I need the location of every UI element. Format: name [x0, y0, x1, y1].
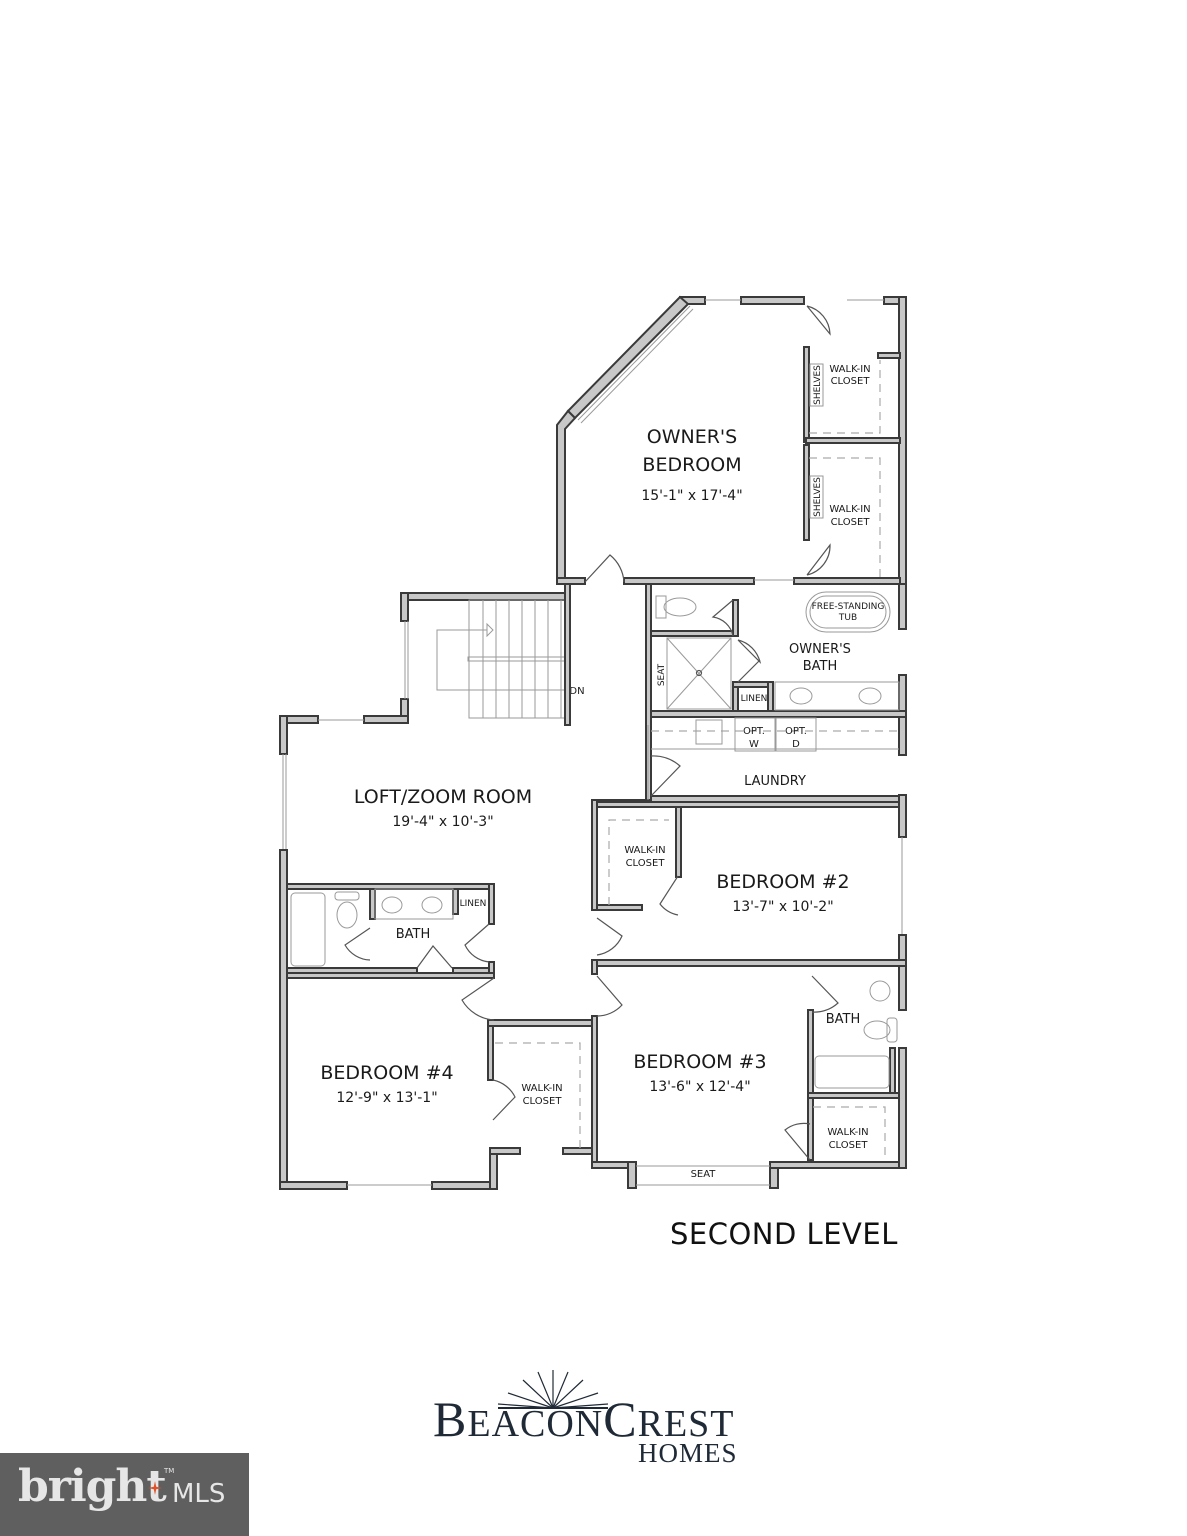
owners-walk-in-closet-1: WALK-IN CLOSET SHELVES: [813, 364, 871, 405]
tub-label-2: TUB: [838, 613, 857, 623]
svg-text:CLOSET: CLOSET: [831, 517, 871, 528]
bedroom-3-bath-label: BATH: [826, 1012, 861, 1027]
svg-text:13'-7" x 10'-2": 13'-7" x 10'-2": [732, 899, 833, 915]
svg-text:WALK-IN: WALK-IN: [521, 1083, 562, 1094]
logo-subtitle: HOMES: [638, 1438, 738, 1468]
loft-zoom-room: LOFT/ZOOM ROOM 19'-4" x 10'-3": [354, 786, 532, 830]
svg-text:W: W: [749, 739, 759, 750]
owners-bedroom-name-1: OWNER'S: [647, 426, 737, 448]
svg-text:WALK-IN: WALK-IN: [829, 504, 870, 515]
owners-bath: OWNER'S BATH FREE-STANDING TUB SEAT LINE…: [657, 602, 884, 704]
svg-text:LOFT/ZOOM ROOM: LOFT/ZOOM ROOM: [354, 786, 532, 808]
svg-text:OPT.: OPT.: [785, 726, 807, 737]
svg-text:CLOSET: CLOSET: [626, 858, 666, 869]
svg-text:CLOSET: CLOSET: [523, 1096, 563, 1107]
owners-bedroom-dims: 15'-1" x 17'-4": [641, 488, 742, 504]
svg-text:OWNER'S: OWNER'S: [789, 642, 851, 657]
svg-text:D: D: [792, 739, 800, 750]
hall-bath: BATH LINEN: [396, 899, 487, 942]
owners-bedroom-name-2: BEDROOM: [642, 454, 741, 476]
svg-text:WALK-IN: WALK-IN: [827, 1127, 868, 1138]
shelves-label: SHELVES: [813, 365, 823, 405]
svg-text:BEDROOM #4: BEDROOM #4: [320, 1062, 453, 1084]
bedroom-2-walls: [591, 794, 907, 976]
watermark-suffix: MLS: [172, 1479, 226, 1509]
watermark-brand: bright: [18, 1461, 167, 1512]
bright-mls-watermark: bright TM MLS: [0, 1453, 249, 1536]
logo-wordmark: BEACONCREST: [433, 1391, 735, 1447]
svg-text:OPT.: OPT.: [743, 726, 765, 737]
shelves-label: SHELVES: [813, 477, 823, 517]
sunburst-icon: [497, 1370, 609, 1409]
bedroom-2: BEDROOM #2 13'-7" x 10'-2" WALK-IN CLOSE…: [624, 845, 849, 915]
svg-text:BEDROOM #2: BEDROOM #2: [716, 871, 849, 893]
seat-label: SEAT: [657, 663, 667, 686]
linen-label: LINEN: [460, 899, 487, 909]
svg-text:BATH: BATH: [396, 927, 431, 942]
bedroom-4: BEDROOM #4 12'-9" x 13'-1" WALK-IN CLOSE…: [320, 1062, 562, 1107]
window-seat-label: SEAT: [691, 1169, 717, 1180]
beaconcrest-homes-logo: BEACONCREST HOMES: [433, 1368, 763, 1468]
owners-suite-walls: [556, 295, 907, 588]
tub-label-1: FREE-STANDING: [812, 602, 885, 612]
bedroom-3: BEDROOM #3 13'-6" x 12'-4" SEAT BATH WAL…: [633, 1012, 868, 1180]
bedroom-4-walls: [279, 972, 597, 1190]
svg-text:LAUNDRY: LAUNDRY: [744, 774, 806, 789]
linen-label: LINEN: [741, 694, 768, 704]
owners-walk-in-closet-2: WALK-IN CLOSET SHELVES: [813, 477, 871, 528]
svg-text:13'-6" x 12'-4": 13'-6" x 12'-4": [649, 1079, 750, 1095]
sparkle-icon: [148, 1481, 162, 1495]
owners-bath-walls: [645, 579, 907, 803]
bedroom-3-walls: [591, 965, 907, 1189]
svg-text:19'-4" x 10'-3": 19'-4" x 10'-3": [392, 814, 493, 830]
svg-text:BEDROOM #3: BEDROOM #3: [633, 1051, 766, 1073]
svg-text:CLOSET: CLOSET: [829, 1140, 869, 1151]
svg-text:BATH: BATH: [803, 659, 838, 674]
svg-text:WALK-IN: WALK-IN: [624, 845, 665, 856]
trademark-symbol: TM: [164, 1467, 175, 1475]
svg-text:12'-9" x 13'-1": 12'-9" x 13'-1": [336, 1090, 437, 1106]
level-title: SECOND LEVEL: [670, 1217, 898, 1251]
svg-text:CLOSET: CLOSET: [831, 376, 871, 387]
laundry: LAUNDRY OPT. W OPT. D: [743, 726, 807, 789]
stairs: DN: [400, 592, 585, 720]
owners-bedroom: OWNER'S BEDROOM 15'-1" x 17'-4": [641, 426, 742, 504]
stairs-down-label: DN: [569, 686, 584, 697]
svg-text:WALK-IN: WALK-IN: [829, 364, 870, 375]
hall-bath-walls: [286, 883, 495, 977]
